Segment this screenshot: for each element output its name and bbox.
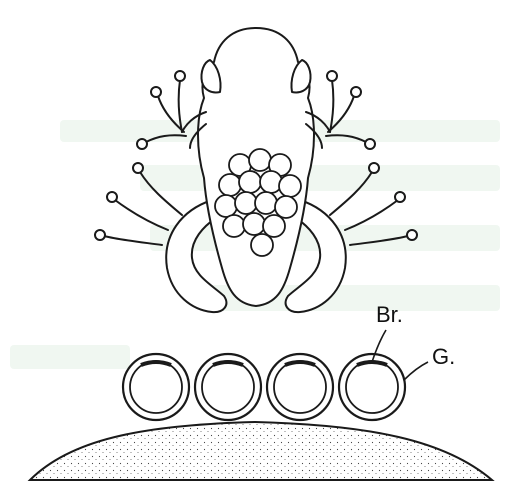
egg <box>267 354 333 420</box>
egg <box>339 354 405 420</box>
g-leader-line <box>404 362 428 380</box>
egg <box>195 354 261 420</box>
attached-eggs <box>123 354 405 420</box>
egg <box>123 354 189 420</box>
label-g: G. <box>432 344 455 369</box>
substrate <box>30 422 492 480</box>
frog <box>95 28 417 312</box>
label-br: Br. <box>376 302 403 327</box>
